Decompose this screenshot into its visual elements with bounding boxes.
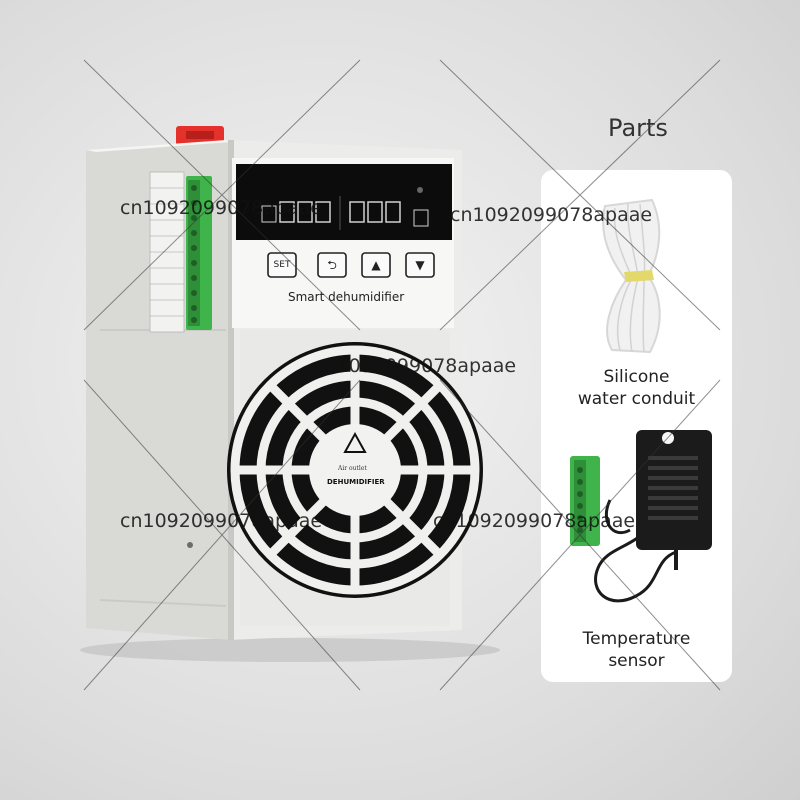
up-arrow-icon: ▲ [371,258,381,272]
terminal-block [149,171,212,333]
watermark-text: cn1092099078apaae [120,197,323,219]
button-row [267,252,435,278]
temperature-sensor-image [594,430,712,603]
device-label: Smart dehumidifier [288,290,405,304]
sensor-caption: Temperature sensor [541,628,732,672]
sensor-caption-line-2: sensor [608,651,665,671]
watermark-text: cn1092099078apaae [450,204,653,226]
parts-title: Parts [608,114,668,142]
back-button [317,252,347,278]
green-connector-image [570,456,600,546]
sensor-caption-line-1: Temperature [582,629,691,649]
set-button-label: SET [273,260,291,270]
conduit-caption-line-2: water conduit [577,389,696,409]
watermark-lines [83,59,721,691]
down-button [405,252,435,278]
control-panel [232,158,454,328]
svg-text:Air outlet: Air outlet [337,465,367,472]
down-arrow-icon: ▼ [415,258,425,272]
lcd-display [279,201,401,223]
up-button [361,252,391,278]
watermark-text: cn1092099078apaae [433,510,636,532]
conduit-caption-line-1: Silicone [603,367,670,387]
watermark-text: cn1092099078apaae [120,510,323,532]
conduit-caption: Silicone water conduit [541,366,732,410]
svg-text:DEHUMIDIFIER: DEHUMIDIFIER [327,478,385,486]
fan-grille: Air outlet DEHUMIDIFIER [227,330,483,626]
watermark-text: cn1092099078apaae [314,355,517,377]
back-icon: ⮌ [327,258,337,272]
silicone-conduit-image [602,198,661,354]
